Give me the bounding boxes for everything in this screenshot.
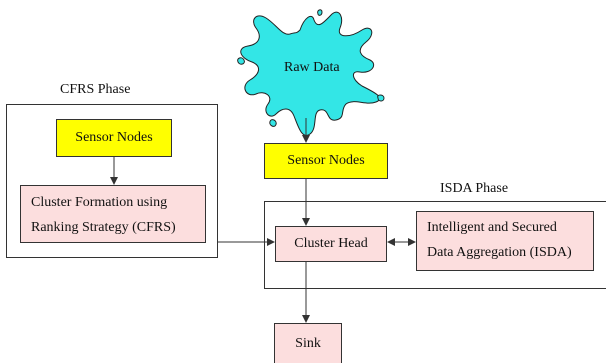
splash-droplet — [317, 9, 323, 16]
cluster-head-box: Cluster Head — [275, 226, 387, 262]
raw-data-shape — [240, 11, 381, 136]
sink-box: Sink — [274, 323, 342, 363]
cfrs-phase-frame — [6, 104, 218, 258]
cfrs-sensor-nodes-box: Sensor Nodes — [56, 119, 172, 157]
isda-line2: Data Aggregation (ISDA) — [427, 245, 572, 260]
splash-droplet — [237, 57, 245, 65]
center-sensor-nodes-label: Sensor Nodes — [287, 153, 365, 168]
cluster-formation-line1: Cluster Formation using — [31, 195, 168, 210]
splash-droplet — [377, 94, 385, 102]
center-sensor-nodes-box: Sensor Nodes — [264, 143, 388, 179]
cluster-formation-box: Cluster Formation using Ranking Strategy… — [20, 185, 206, 243]
raw-data-label: Raw Data — [284, 60, 340, 75]
cfrs-sensor-nodes-label: Sensor Nodes — [75, 130, 153, 145]
isda-phase-frame — [264, 201, 606, 289]
isda-line1: Intelligent and Secured — [427, 220, 557, 235]
cfrs-phase-title: CFRS Phase — [60, 82, 131, 97]
splash-droplet — [269, 119, 277, 127]
cluster-head-label: Cluster Head — [294, 236, 368, 251]
isda-phase-title: ISDA Phase — [440, 181, 509, 196]
isda-box: Intelligent and Secured Data Aggregation… — [416, 211, 594, 271]
sink-label: Sink — [295, 335, 321, 351]
cluster-formation-line2: Ranking Strategy (CFRS) — [31, 220, 176, 235]
